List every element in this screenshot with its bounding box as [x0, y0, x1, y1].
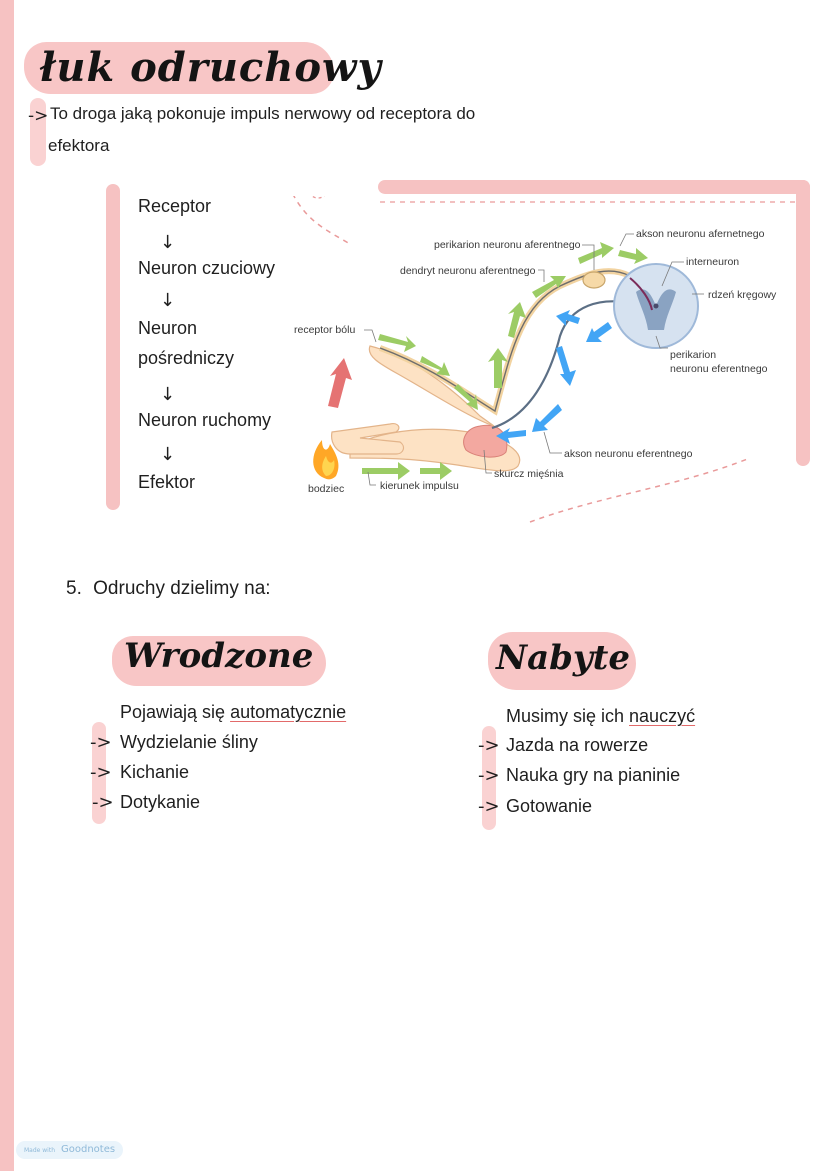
acquired-item-1: Jazda na rowerze: [506, 735, 649, 755]
afferent-arrows: [362, 242, 648, 480]
acquired-intro-prefix: Musimy się ich: [506, 706, 630, 726]
label-bodziec: bodziec: [308, 483, 344, 495]
acquired-heading-highlight: [488, 632, 636, 690]
list-arrow-icon: ->: [90, 762, 112, 783]
central-canal-shape: [653, 303, 659, 309]
list-arrow-icon: ->: [92, 792, 114, 813]
acquired-intro-emph: nauczyć: [629, 706, 696, 726]
efferent-nerve-path: [491, 300, 636, 430]
page-title: łuk odruchowy: [40, 44, 382, 91]
innate-heading-highlight: [112, 636, 326, 686]
section-heading: 5. Odruchy dzielimy na:: [66, 578, 271, 600]
left-margin-bar: [0, 0, 14, 1171]
label-perikarion-eferentnego-2: neuronu eferentnego: [670, 363, 768, 375]
label-perikarion-aferentnego: perikarion neuronu aferentnego: [434, 239, 581, 251]
innate-intro-prefix: Pojawiają się: [120, 702, 231, 722]
chain-neuron-posredniczy-2: pośredniczy: [138, 348, 235, 368]
label-perikarion-eferentnego-1: perikarion: [670, 349, 716, 361]
muscle-shape: [463, 424, 508, 458]
definition-highlight: [30, 98, 46, 166]
definition-line-2: efektora: [48, 136, 110, 155]
efferent-arrows: [496, 310, 612, 444]
label-akson-eferentnego: akson neuronu eferentnego: [564, 448, 693, 460]
label-dendryt-aferentnego: dendryt neuronu aferentnego: [400, 265, 536, 277]
section-number: 5.: [66, 578, 82, 599]
chain-neuron-posredniczy-1: Neuron: [138, 318, 198, 338]
down-arrow-icon: ↓: [160, 384, 176, 405]
list-arrow-icon: ->: [478, 765, 500, 786]
label-leader-lines: [364, 233, 704, 486]
innate-item-3: Dotykanie: [120, 792, 201, 812]
innate-heading: Wrodzone: [124, 636, 314, 676]
label-akson-aferentnego: akson neuronu afernetnego: [636, 228, 765, 240]
afferent-perikarion-shape: [582, 271, 606, 289]
acquired-heading: Nabyte: [496, 638, 630, 678]
grey-matter-shape: [636, 289, 676, 330]
innate-list-highlight: [92, 722, 106, 824]
chain-neuron-ruchomy: Neuron ruchomy: [138, 410, 272, 430]
chain-receptor: Receptor: [138, 196, 212, 216]
definition-line-1: To droga jaką pokonuje impuls nerwowy od…: [50, 104, 476, 123]
down-arrow-icon: ↓: [160, 290, 176, 311]
acquired-list-highlight: [482, 726, 496, 830]
label-skurcz: skurcz mięśnia: [494, 468, 564, 480]
decorative-dashed-curve: [529, 457, 751, 523]
label-rdzen: rdzeń kręgowy: [708, 289, 777, 301]
reflex-arc-diagram: perikarion neuronu aferentnego akson neu…: [293, 196, 796, 523]
innate-intro-emph: automatycznie: [230, 702, 347, 722]
interneuron-shape: [629, 277, 653, 311]
down-arrow-icon: ↓: [160, 444, 176, 465]
section-text: Odruchy dzielimy na:: [93, 578, 271, 599]
watermark-brand: Goodnotes: [61, 1144, 116, 1155]
diagram-frame-right: [796, 180, 810, 466]
acquired-item-2: Nauka gry na pianinie: [506, 765, 681, 785]
decorative-dashed-circle: [310, 196, 326, 199]
chain-highlight-bar: [106, 184, 120, 510]
goodnotes-watermark: Made with Goodnotes: [16, 1141, 124, 1159]
down-arrow-icon: ↓: [160, 232, 176, 253]
stimulus-arrow: [328, 358, 352, 408]
list-arrow-icon: ->: [90, 732, 112, 753]
hand-shape: [331, 423, 405, 455]
decorative-dashed-curve: [293, 196, 351, 245]
label-interneuron: interneuron: [686, 256, 739, 268]
innate-item-2: Kichanie: [120, 762, 190, 782]
acquired-item-3: Gotowanie: [506, 796, 593, 816]
title-highlight: [24, 42, 334, 94]
diagram-frame-top: [378, 180, 810, 194]
list-arrow-icon: ->: [478, 796, 500, 817]
chain-neuron-czuciowy: Neuron czuciowy: [138, 258, 276, 278]
definition-arrow-icon: ->: [28, 106, 49, 126]
list-arrow-icon: ->: [478, 735, 500, 756]
innate-item-1: Wydzielanie śliny: [120, 732, 258, 752]
innate-intro: Pojawiają się automatycznie: [120, 702, 346, 723]
upper-arm-shape: [368, 345, 495, 427]
chain-efektor: Efektor: [138, 472, 196, 492]
flame-inner-icon: [322, 456, 335, 476]
label-kierunek: kierunek impulsu: [380, 480, 459, 492]
watermark-made-with: Made with: [24, 1147, 55, 1154]
label-receptor-bolu: receptor bólu: [294, 324, 355, 336]
acquired-intro: Musimy się ich nauczyć: [506, 706, 695, 727]
